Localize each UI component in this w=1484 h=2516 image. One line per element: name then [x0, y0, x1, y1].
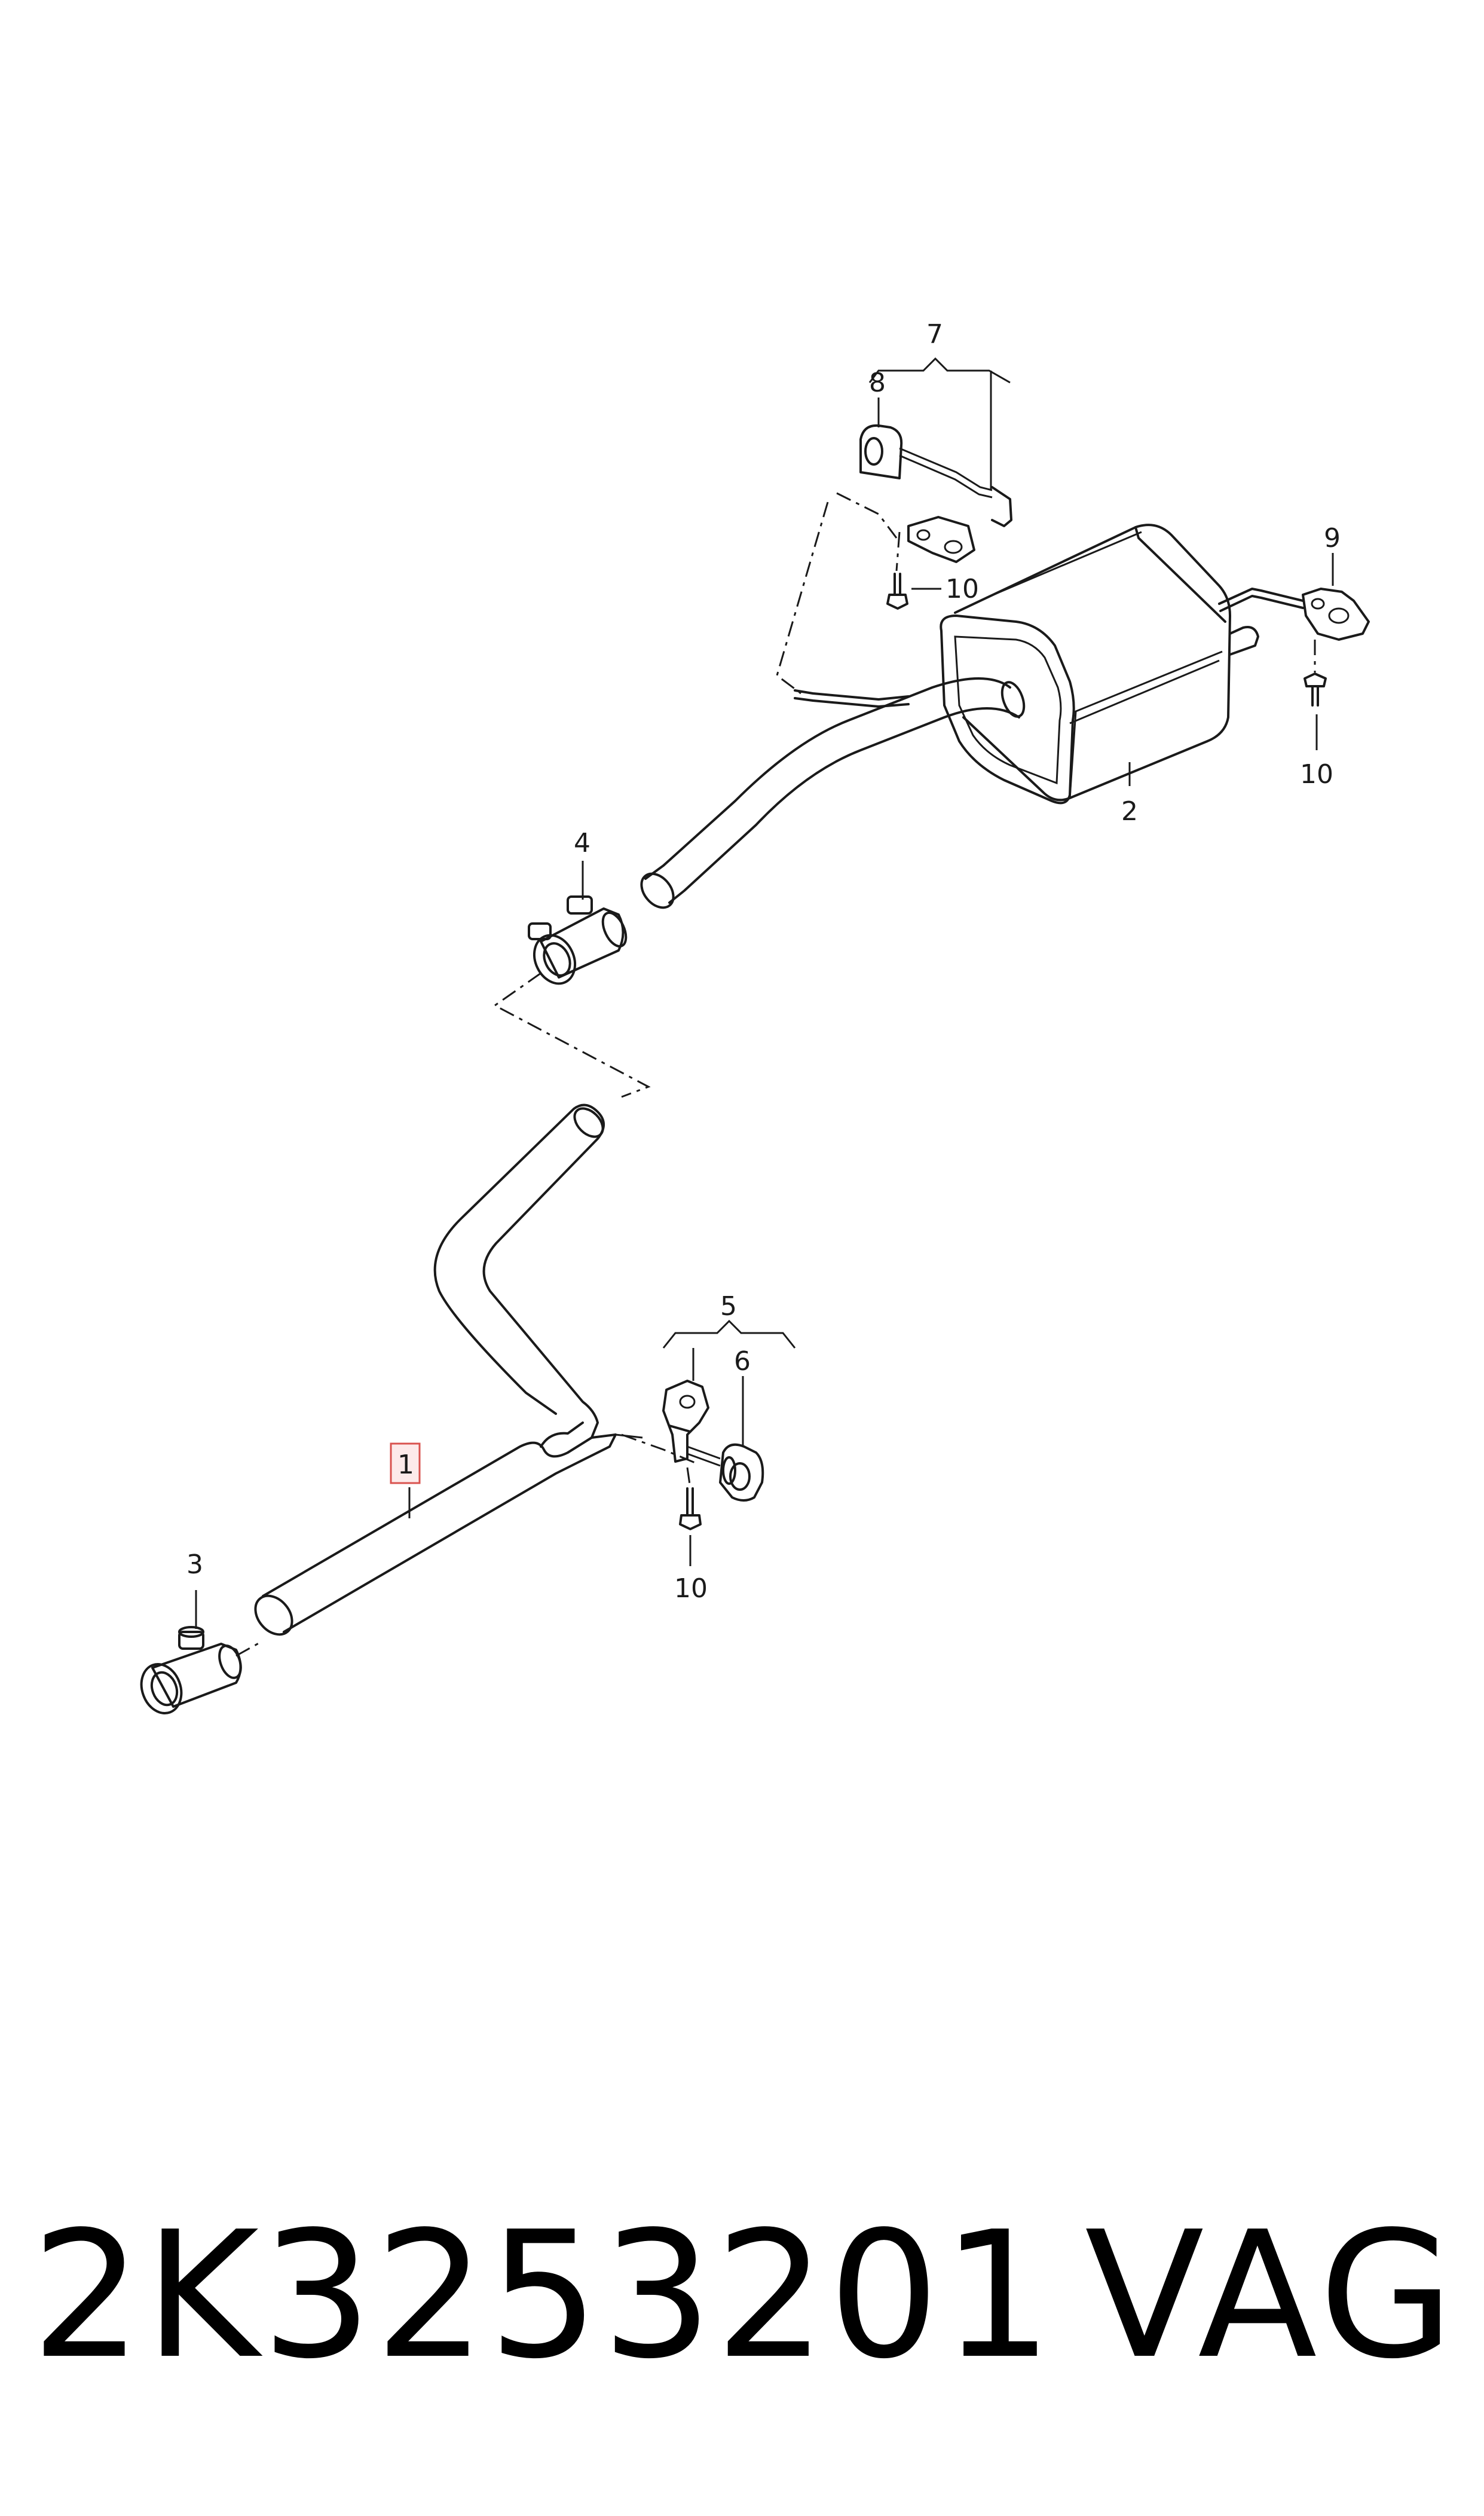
callout-1[interactable]: 1 [397, 1450, 414, 1480]
callout-10-top[interactable]: 10 [946, 574, 979, 604]
brand-text: VAG [1085, 2194, 1459, 2397]
callout-2[interactable]: 2 [1121, 796, 1138, 827]
callout-10-right[interactable]: 10 [1300, 759, 1333, 790]
bolt-10-bottom [679, 1487, 702, 1530]
callout-4[interactable]: 4 [574, 828, 590, 858]
bolt-10-right [1304, 672, 1327, 707]
clamp-part-4 [528, 895, 628, 985]
part-number-text: 2K3253201 [31, 2194, 1055, 2397]
rubber-mount-part-6 [687, 1443, 764, 1502]
callout-6[interactable]: 6 [734, 1346, 751, 1377]
bracket-part-7 [907, 516, 975, 563]
callout-10-bottom[interactable]: 10 [674, 1573, 708, 1604]
clamp-part-3 [140, 1626, 242, 1714]
callout-labels: 1 2 3 4 5 6 7 8 9 10 10 10 [186, 319, 1341, 1604]
bracket-part-5 [662, 1380, 709, 1463]
hanger-part-9 [1302, 588, 1370, 641]
hanger-part-8 [859, 424, 1012, 527]
front-pipe [254, 1103, 643, 1636]
rear-pipe-section [640, 677, 1026, 909]
rear-muffler [940, 524, 1304, 805]
callout-9[interactable]: 9 [1324, 523, 1341, 554]
leader-lines [195, 357, 1334, 1629]
part-1-highlight [390, 1442, 421, 1484]
callout-3[interactable]: 3 [186, 1549, 203, 1580]
callout-7[interactable]: 7 [926, 319, 943, 350]
assembly-dashed-lines [235, 492, 1316, 1657]
callout-8[interactable]: 8 [869, 368, 886, 398]
callout-5[interactable]: 5 [720, 1291, 737, 1322]
bolt-10-top [886, 573, 908, 610]
